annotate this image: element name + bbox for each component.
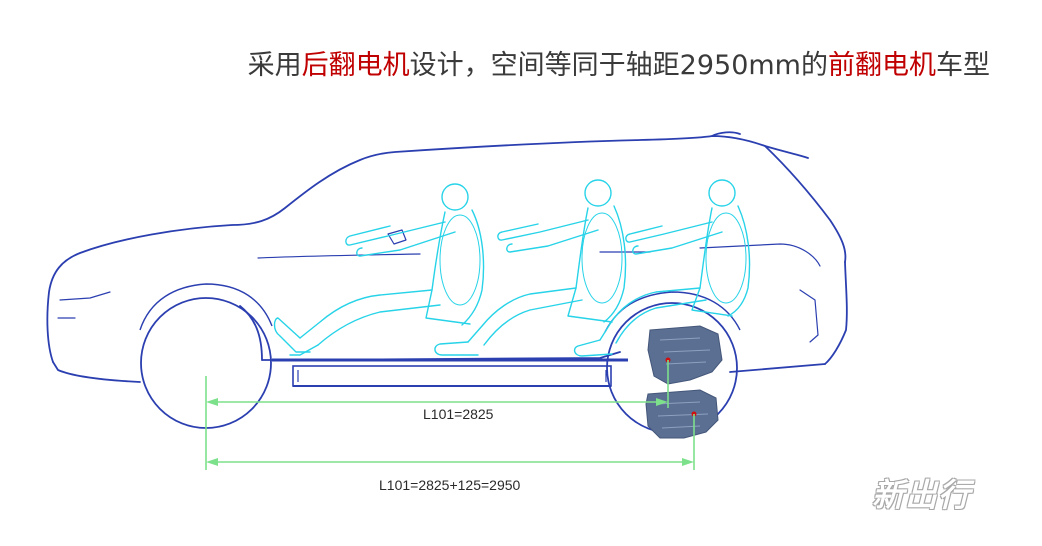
title-part-3: 设计，空间等同于轴距2950mm的 xyxy=(409,50,828,81)
motor-lower xyxy=(645,389,719,439)
car-outline xyxy=(46,131,848,383)
occupant-third-row xyxy=(573,179,751,357)
title-part-5: 车型 xyxy=(936,50,990,81)
occupant-second-row xyxy=(434,179,627,356)
dimension-lines xyxy=(205,360,695,470)
dimension-label-short: L101=2825 xyxy=(423,406,494,422)
dimension-label-long: L101=2825+125=2950 xyxy=(379,477,521,493)
battery-floor-pack xyxy=(272,358,628,387)
title-highlight-rear-motor: 后翻电机 xyxy=(301,50,410,81)
title-part-1: 采用 xyxy=(247,50,302,81)
occupant-driver xyxy=(273,183,485,356)
brand-logo: 新出行 xyxy=(872,476,972,514)
motor-upper xyxy=(647,325,723,385)
title-highlight-front-motor: 前翻电机 xyxy=(828,50,936,81)
